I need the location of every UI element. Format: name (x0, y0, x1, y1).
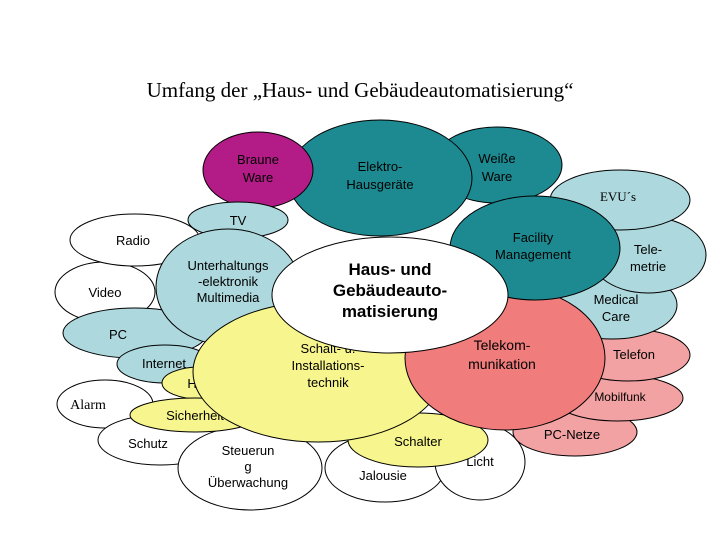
label-telemetrie: Tele-metrie (630, 242, 666, 274)
label-line: Schutz (128, 436, 168, 451)
label-line: matisierung (342, 302, 438, 321)
label-line: EVU´s (600, 189, 636, 204)
label-line: Gebäudeauto- (333, 281, 447, 300)
label-line: Licht (466, 454, 494, 469)
label-evus: EVU´s (600, 189, 636, 204)
label-line: Telefon (613, 347, 655, 362)
label-line: Ware (243, 170, 274, 185)
label-line: Management (495, 247, 571, 262)
label-line: g (244, 459, 251, 474)
label-line: Schalter (394, 434, 442, 449)
label-video: Video (88, 285, 121, 300)
label-internet: Internet (142, 356, 186, 371)
label-tv: TV (230, 213, 247, 228)
label-jalousie: Jalousie (359, 468, 407, 483)
label-line: Telekom- (474, 337, 531, 353)
label-line: technik (307, 375, 349, 390)
label-line: Facility (513, 230, 554, 245)
page-title: Umfang der „Haus- und Gebäudeautomatisie… (146, 78, 574, 102)
bubble-haus-gebaeudeautomatisierung (271, 236, 509, 354)
node-elektro-hausgeraete: Elektro- Hausgeräte (287, 119, 473, 237)
label-line: Elektro- (358, 159, 403, 174)
label-line: Installations- (292, 358, 365, 373)
label-mobilfunk: Mobilfunk (594, 390, 646, 404)
label-telefon: Telefon (613, 347, 655, 362)
label-line: Sicherheit (166, 408, 224, 423)
label-licht: Licht (466, 454, 494, 469)
label-line: PC-Netze (544, 427, 600, 442)
label-pc: PC (109, 327, 127, 342)
label-line: PC (109, 327, 127, 342)
label-line: Hausgeräte (346, 177, 413, 192)
label-sicherheit: Sicherheit (166, 408, 224, 423)
label-line: Care (602, 309, 630, 324)
label-line: Alarm (70, 398, 106, 413)
label-line: Weiße (478, 151, 515, 166)
label-line: Haus- und (348, 260, 431, 279)
label-alarm: Alarm (70, 398, 106, 413)
label-line: -elektronik (198, 274, 258, 289)
node-telemetrie: Tele-metrie (589, 216, 707, 294)
label-line: Mobilfunk (594, 390, 646, 404)
label-radio: Radio (116, 233, 150, 248)
label-line: Ware (482, 169, 513, 184)
label-line: Braune (237, 152, 279, 167)
label-schalt-installationstechnik: Schalt- u.Installations-technik (292, 341, 365, 390)
label-telekommunikation: Telekom-munikation (468, 337, 536, 372)
label-line: metrie (630, 259, 666, 274)
node-tv: TV (187, 201, 289, 239)
label-line: Multimedia (197, 290, 261, 305)
label-line: Tele- (634, 242, 662, 257)
label-pc-netze: PC-Netze (544, 427, 600, 442)
label-line: Video (88, 285, 121, 300)
label-line: Medical (594, 292, 639, 307)
label-line: Jalousie (359, 468, 407, 483)
label-elektro-hausgeraete: Elektro- Hausgeräte (346, 159, 413, 192)
label-line: Internet (142, 356, 186, 371)
label-line: Radio (116, 233, 150, 248)
node-alarm: Alarm (56, 379, 154, 429)
label-line: Unterhaltungs (188, 258, 269, 273)
label-schutz: Schutz (128, 436, 168, 451)
label-schalter: Schalter (394, 434, 442, 449)
label-line: munikation (468, 356, 536, 372)
label-line: Überwachung (208, 475, 288, 490)
label-line: TV (230, 213, 247, 228)
label-line: Steuerun (222, 443, 275, 458)
